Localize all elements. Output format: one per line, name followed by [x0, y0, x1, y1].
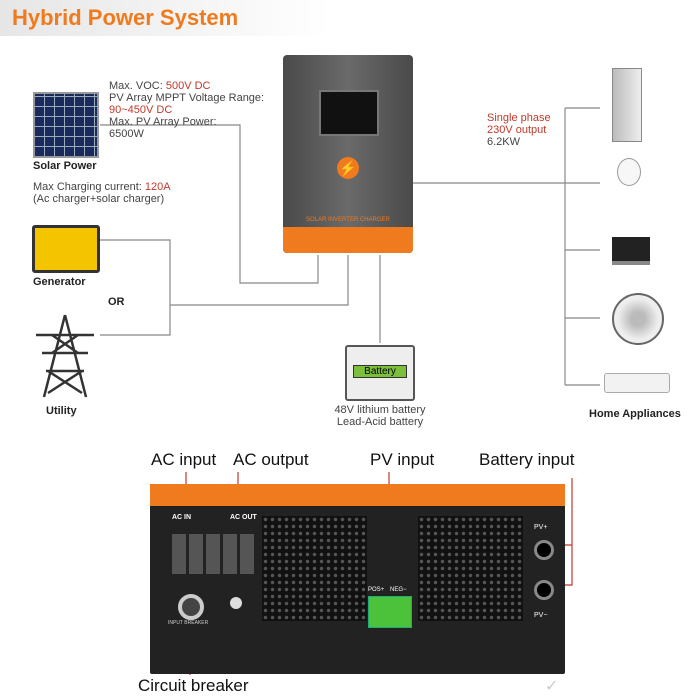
- battery-icon: Battery: [345, 345, 415, 401]
- charging-spec: Max Charging current: 120A (Ac charger+s…: [33, 181, 171, 205]
- rear-orange-top: [150, 484, 565, 506]
- output-spec: Single phase 230V output 6.2KW: [487, 112, 551, 148]
- fan-icon: [612, 293, 664, 345]
- pos-label: POS+: [368, 587, 385, 593]
- ac-input-label: AC input: [151, 450, 217, 469]
- battery-type-2: Lead-Acid battery: [336, 416, 424, 428]
- breaker-text: INPUT BREAKER: [168, 620, 209, 626]
- solar-specs: Max. VOC: 500V DC PV Array MPPT Voltage …: [109, 80, 264, 140]
- or-label: OR: [108, 296, 125, 308]
- battery-types: 48V lithium battery Lead-Acid battery: [320, 404, 440, 428]
- generator-label: Generator: [33, 276, 86, 288]
- solar-label: Solar Power: [33, 160, 97, 172]
- battery-badge: Battery: [353, 365, 407, 378]
- inverter-display: [319, 90, 379, 136]
- laptop-icon: [612, 237, 650, 265]
- power-label: Max. PV Array Power:: [109, 116, 217, 128]
- fridge-icon: [612, 68, 642, 142]
- fan-left: [262, 516, 367, 621]
- battery-input-label: Battery input: [479, 450, 575, 469]
- air-conditioner-icon: [604, 373, 670, 393]
- mppt-value: 90~450V DC: [109, 104, 173, 116]
- ac-out-terminal-label: AC OUT: [230, 514, 257, 521]
- lightning-icon: ⚡: [337, 157, 359, 179]
- pv-connector: [368, 596, 412, 628]
- circuit-breaker-label: Circuit breaker: [138, 676, 249, 695]
- page-title: Hybrid Power System: [12, 5, 239, 30]
- output-voltage: 230V output: [487, 124, 547, 136]
- watermark-logo: ✓: [545, 678, 559, 695]
- solar-panel-icon: [33, 92, 99, 158]
- utility-label: Utility: [46, 405, 77, 417]
- neg-label: NEG−: [390, 587, 407, 593]
- reset-button[interactable]: [230, 597, 242, 609]
- ac-output-label: AC output: [233, 450, 309, 469]
- charging-value: 120A: [144, 181, 171, 193]
- charging-note: (Ac charger+solar charger): [33, 193, 165, 205]
- utility-tower-icon: [36, 314, 94, 398]
- mppt-label: PV Array MPPT Voltage Range:: [109, 92, 265, 104]
- inverter-orange-band: [283, 227, 413, 253]
- bulb-icon: [617, 158, 641, 186]
- voc-label: Max. VOC:: [109, 80, 166, 92]
- ac-in-terminal-label: AC IN: [172, 514, 192, 521]
- appliances-label: Home Appliances: [589, 408, 681, 420]
- input-breaker: [178, 594, 204, 620]
- ac-terminal-block: [172, 534, 257, 574]
- charging-label: Max Charging current:: [33, 181, 145, 193]
- pv-plus-label: PV+: [534, 524, 548, 531]
- battery-terminal-plus: [534, 540, 554, 560]
- battery-type-1: 48V lithium battery: [334, 404, 426, 416]
- power-value: 6500W: [109, 128, 144, 140]
- inverter-label: SOLAR INVERTER CHARGER: [306, 217, 390, 223]
- title-bar: [0, 0, 330, 36]
- output-power: 6.2KW: [487, 136, 521, 148]
- output-phase: Single phase: [487, 112, 551, 124]
- voc-value: 500V DC: [165, 80, 211, 92]
- inverter-unit: ⚡ SOLAR INVERTER CHARGER: [283, 55, 413, 253]
- inverter-rear-panel: AC IN AC OUT POS+ NEG− PV+ PV− INPUT BRE…: [150, 484, 565, 674]
- generator-icon: [32, 225, 100, 273]
- pv-minus-label: PV−: [534, 612, 548, 619]
- fan-right: [418, 516, 523, 621]
- pv-input-label: PV input: [370, 450, 435, 469]
- battery-terminal-minus: [534, 580, 554, 600]
